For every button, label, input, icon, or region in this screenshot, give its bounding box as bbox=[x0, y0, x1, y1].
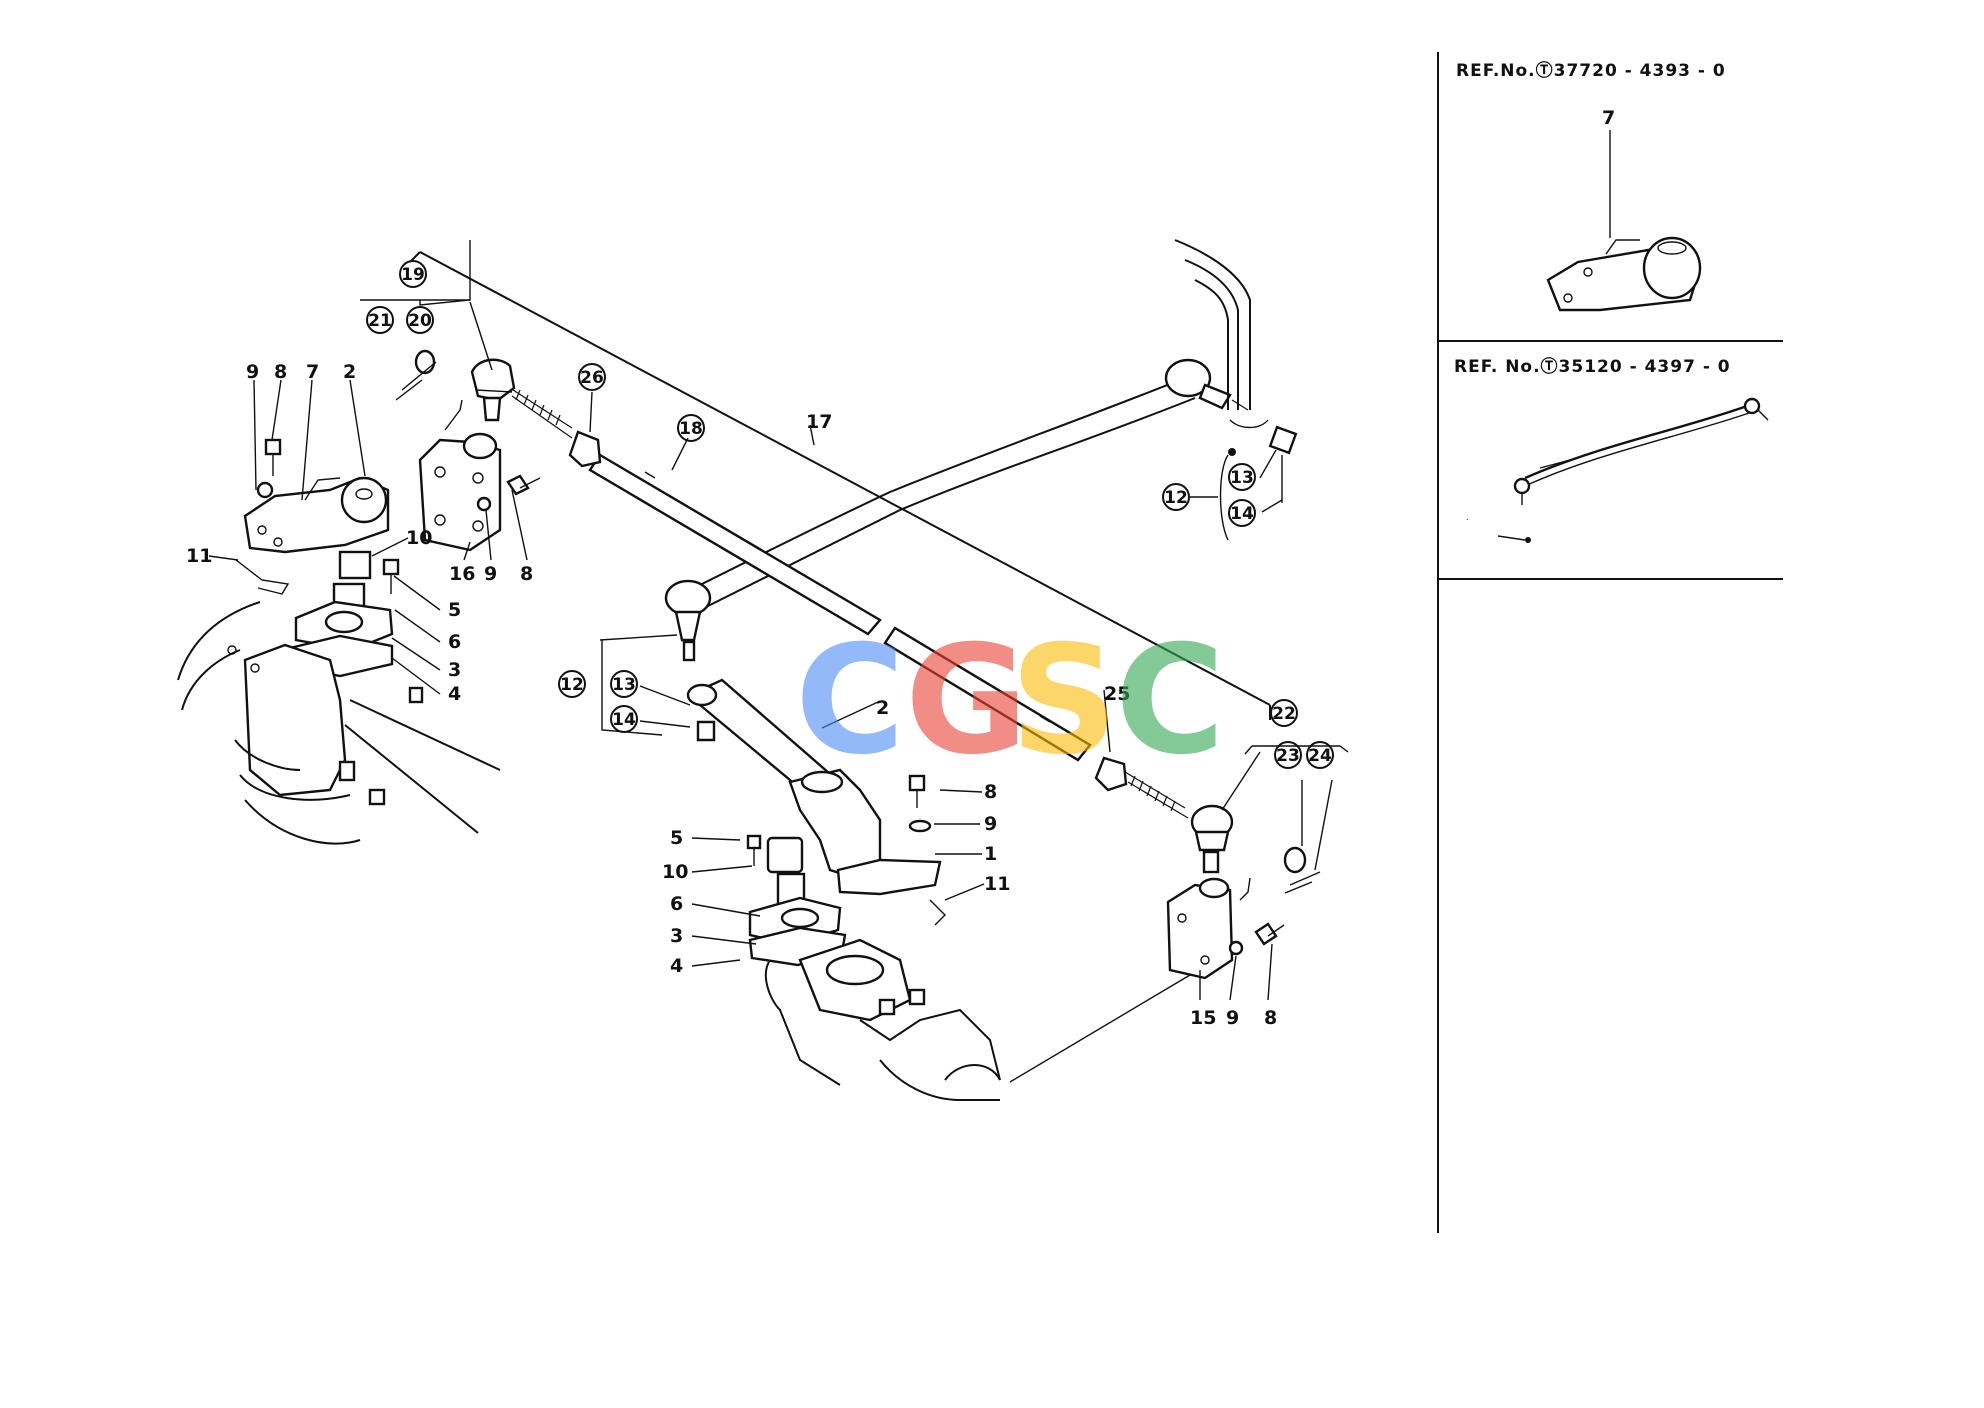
svg-text:21: 21 bbox=[368, 311, 392, 331]
drag-link-18 bbox=[509, 387, 1189, 819]
svg-text:13: 13 bbox=[612, 675, 636, 695]
threaded-end-right-icon bbox=[1124, 771, 1189, 819]
callout-12-left: 12 bbox=[558, 670, 586, 698]
part-labels: 9 8 7 2 11 10 5 6 3 4 16 9 8 2 25 8 9 1 … bbox=[186, 361, 1277, 1029]
watermark-letter: C bbox=[1115, 614, 1225, 788]
svg-text:14: 14 bbox=[612, 710, 636, 730]
svg-text:5: 5 bbox=[670, 827, 683, 849]
svg-text:1: 1 bbox=[984, 843, 997, 865]
svg-text:26: 26 bbox=[580, 368, 604, 388]
group-bracket-12-right bbox=[1190, 449, 1283, 541]
svg-text:6: 6 bbox=[448, 631, 461, 653]
svg-text:4: 4 bbox=[670, 955, 683, 977]
svg-text:19: 19 bbox=[401, 265, 425, 285]
tie-rod-end-22 bbox=[1009, 745, 1349, 1083]
callout-13-right: 13 bbox=[1228, 463, 1256, 491]
svg-text:12: 12 bbox=[560, 675, 584, 695]
callout-20: 20 bbox=[406, 306, 434, 334]
callout-13-left: 13 bbox=[610, 670, 638, 698]
callout-12-right: 12 bbox=[1162, 483, 1190, 511]
nut-26-icon bbox=[568, 430, 602, 468]
callout-14-right: 14 bbox=[1228, 499, 1256, 527]
svg-text:2: 2 bbox=[343, 361, 356, 383]
svg-text:6: 6 bbox=[670, 893, 683, 915]
vehicle-frame-outline bbox=[1174, 239, 1269, 429]
callout-21: 21 bbox=[366, 306, 394, 334]
leader-lines bbox=[208, 379, 1273, 1001]
group-bracket-12-left bbox=[599, 634, 691, 736]
svg-text:8: 8 bbox=[984, 781, 997, 803]
reference-panel: REF.No.Ⓣ37720 - 4393 - 0 7 REF. No.Ⓣ3512… bbox=[1437, 52, 1783, 1233]
ref-part-7-label: 7 bbox=[1602, 107, 1615, 129]
svg-text:8: 8 bbox=[520, 563, 533, 585]
svg-text:12: 12 bbox=[1164, 488, 1188, 508]
left-steering-gear bbox=[177, 438, 501, 845]
svg-text:3: 3 bbox=[670, 925, 683, 947]
svg-text:22: 22 bbox=[1272, 704, 1296, 724]
svg-text:11: 11 bbox=[186, 545, 212, 567]
svg-text:9: 9 bbox=[1226, 1007, 1239, 1029]
svg-text:5: 5 bbox=[448, 599, 461, 621]
nut-25-icon bbox=[1094, 756, 1128, 792]
svg-text:8: 8 bbox=[274, 361, 287, 383]
ref-number-1: REF.No.Ⓣ37720 - 4393 - 0 bbox=[1456, 60, 1726, 81]
svg-text:9: 9 bbox=[484, 563, 497, 585]
watermark-letter: G bbox=[905, 614, 1028, 788]
watermark-letter: C bbox=[795, 614, 905, 788]
callout-22: 22 bbox=[1270, 699, 1298, 727]
svg-text:.: . bbox=[1466, 513, 1469, 522]
pitman-arm bbox=[686, 678, 942, 896]
callout-26: 26 bbox=[578, 363, 606, 391]
tie-rod-end-19 bbox=[360, 240, 516, 422]
svg-text:16: 16 bbox=[449, 563, 475, 585]
svg-text:25: 25 bbox=[1104, 683, 1130, 705]
svg-text:4: 4 bbox=[448, 683, 461, 705]
svg-text:9: 9 bbox=[984, 813, 997, 835]
label-17: 17 bbox=[806, 411, 832, 433]
callout-18: 18 bbox=[677, 414, 705, 442]
ref-number-2: REF. No.Ⓣ35120 - 4397 - 0 bbox=[1454, 356, 1731, 377]
svg-text:3: 3 bbox=[448, 659, 461, 681]
svg-text:15: 15 bbox=[1190, 1007, 1216, 1029]
center-steering-gear bbox=[746, 774, 1001, 1101]
svg-text:20: 20 bbox=[408, 311, 432, 331]
svg-text:2: 2 bbox=[876, 697, 889, 719]
threaded-end-left-icon bbox=[509, 387, 573, 439]
knuckle-arm-16 bbox=[418, 399, 541, 552]
svg-text:11: 11 bbox=[984, 873, 1010, 895]
callout-14-left: 14 bbox=[610, 705, 638, 733]
callout-23: 23 bbox=[1274, 741, 1302, 769]
ref-bracket-icon bbox=[1546, 236, 1702, 312]
ref-tie-rod-icon: . bbox=[1466, 397, 1769, 543]
callout-19: 19 bbox=[399, 260, 427, 288]
svg-text:23: 23 bbox=[1276, 746, 1300, 766]
svg-text:8: 8 bbox=[1264, 1007, 1277, 1029]
callout-24: 24 bbox=[1306, 741, 1334, 769]
svg-text:7: 7 bbox=[306, 361, 319, 383]
watermark-letter: S bbox=[1010, 614, 1118, 788]
svg-text:9: 9 bbox=[246, 361, 259, 383]
svg-text:10: 10 bbox=[662, 861, 688, 883]
svg-text:24: 24 bbox=[1308, 746, 1332, 766]
svg-text:14: 14 bbox=[1230, 504, 1254, 524]
svg-text:10: 10 bbox=[406, 527, 432, 549]
svg-text:13: 13 bbox=[1230, 468, 1254, 488]
svg-text:18: 18 bbox=[679, 419, 703, 439]
